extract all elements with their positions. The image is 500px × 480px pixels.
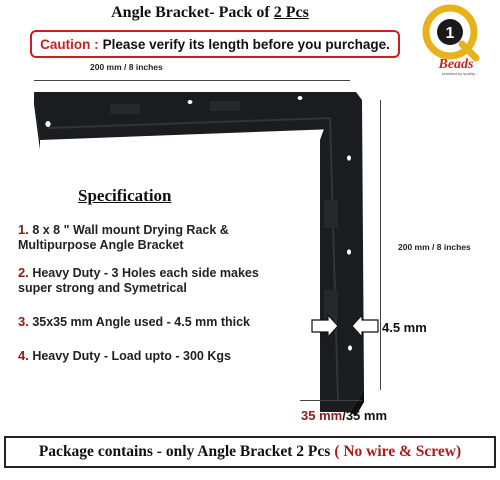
bracket-vertical-edge <box>350 390 364 416</box>
spec-item: 3. 35x35 mm Angle used - 4.5 mm thick <box>18 314 288 330</box>
page-title: Angle Bracket- Pack of 2 Pcs <box>0 4 420 22</box>
bracket-hole <box>347 249 351 255</box>
bracket-vertical-arm <box>320 100 364 412</box>
logo-q-ring <box>422 4 478 60</box>
logo-tagline: branded by quality... <box>442 71 478 76</box>
thickness-arrow-right-icon <box>311 313 339 339</box>
spec-item: 4. Heavy Duty - Load upto - 300 Kgs <box>18 348 288 364</box>
angle-size-label: 35 mm/35 mm <box>301 408 387 423</box>
bracket-top-arm <box>34 92 362 140</box>
caution-label: Caution : <box>40 36 99 52</box>
right-dimension-label: 200 mm / 8 inches <box>398 242 471 252</box>
top-dimension-label: 200 mm / 8 inches <box>90 62 163 72</box>
spec-item-number: 2. <box>18 265 29 280</box>
specification-title: Specification <box>78 186 172 205</box>
logo-inner-disc <box>437 19 463 45</box>
logo-q-tail <box>458 40 480 62</box>
spec-item-number: 3. <box>18 314 29 329</box>
bottom-dimension-line <box>300 400 362 401</box>
bracket-texture <box>324 290 338 318</box>
package-text: Package contains - only Angle Bracket 2 … <box>38 443 331 460</box>
logo-digit: 1 <box>446 25 455 42</box>
package-contents-banner: Package contains - only Angle Bracket 2 … <box>4 436 496 468</box>
right-dimension-line <box>380 100 381 390</box>
bracket-texture <box>324 200 338 228</box>
angle-size-separator: / <box>342 408 346 423</box>
title-quantity: 2 Pcs <box>273 4 309 21</box>
top-dimension-line <box>34 80 350 81</box>
caution-text: Please verify its length before you purc… <box>102 36 390 52</box>
spec-item-number: 4. <box>18 348 29 363</box>
spec-item-text: Heavy Duty - 3 Holes each side makes sup… <box>18 266 259 295</box>
angle-size-a: 35 mm <box>301 408 343 423</box>
spec-item-text: 8 x 8 " Wall mount Drying Rack & Multipu… <box>18 223 229 252</box>
bracket-top-arm-edge <box>34 92 40 150</box>
bracket-texture <box>110 104 140 114</box>
logo-brand: Beads <box>438 57 475 72</box>
bracket-hole <box>45 121 51 127</box>
package-note: ( No wire & Screw) <box>334 443 462 460</box>
bracket-hole <box>347 155 351 161</box>
spec-item-text: 35x35 mm Angle used - 4.5 mm thick <box>32 315 251 329</box>
thickness-arrow-left-icon <box>351 313 379 339</box>
spec-item-text: Heavy Duty - Load upto - 300 Kgs <box>32 349 231 363</box>
bracket-hole <box>187 100 193 104</box>
angle-size-b: 35 mm <box>345 408 388 423</box>
spec-item: 1. 8 x 8 " Wall mount Drying Rack & Mult… <box>18 222 288 253</box>
spec-item: 2. Heavy Duty - 3 Holes each side makes … <box>18 265 288 296</box>
title-prefix: Angle Bracket- Pack of <box>111 4 270 21</box>
caution-banner: Caution : Please verify its length befor… <box>30 30 400 58</box>
brand-logo: 1 Beads branded by quality... <box>422 4 480 76</box>
bracket-hole <box>297 96 303 100</box>
spec-item-number: 1. <box>18 222 29 237</box>
bracket-texture <box>210 101 240 111</box>
bracket-hole <box>348 345 352 351</box>
thickness-label: 4.5 mm <box>382 320 427 335</box>
